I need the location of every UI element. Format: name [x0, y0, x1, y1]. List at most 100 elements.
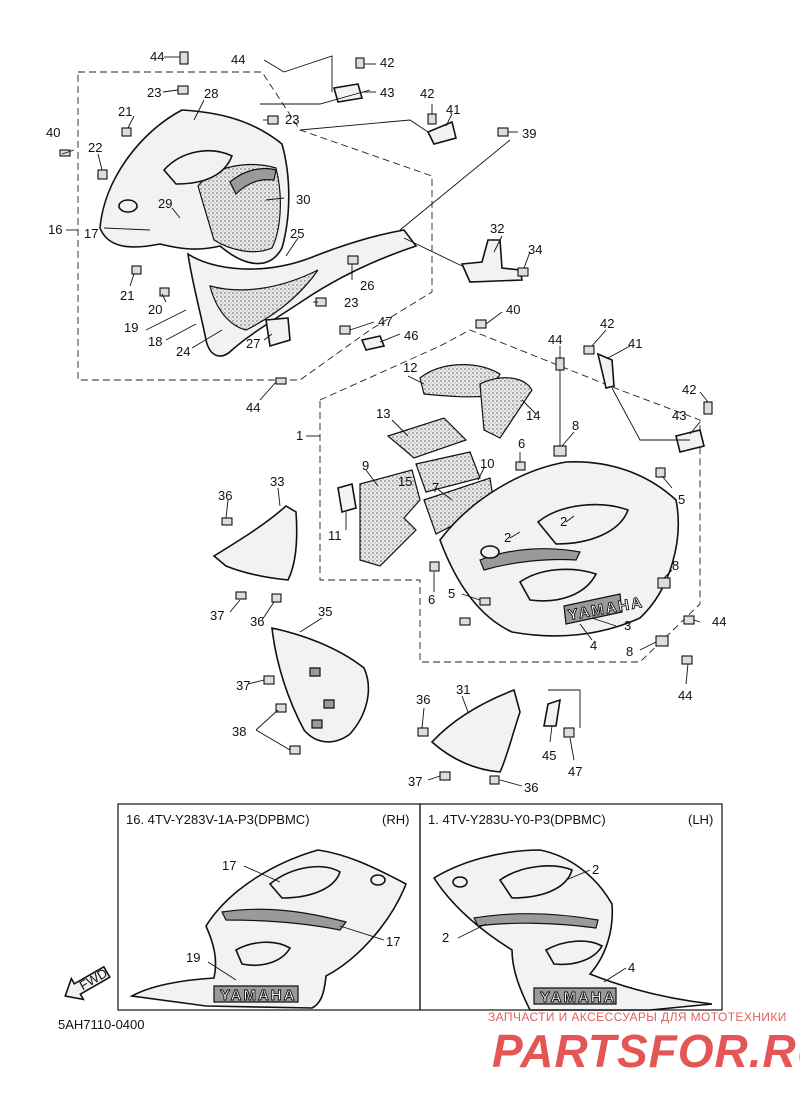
- rh-fairing-trim: [229, 167, 277, 196]
- pad-15: [415, 451, 481, 493]
- pad-9: [359, 469, 421, 567]
- lh-fairing-stripe: [479, 548, 581, 571]
- svg-text:5: 5: [448, 586, 455, 601]
- svg-text:40: 40: [46, 125, 60, 140]
- svg-text:23: 23: [147, 85, 161, 100]
- svg-text:30: 30: [296, 192, 310, 207]
- forward-arrow-icon: FWD: [64, 965, 111, 1001]
- rh-panel-decal: [213, 985, 299, 1003]
- rh-panel-vent-upper: [268, 865, 341, 899]
- svg-text:24: 24: [176, 344, 190, 359]
- svg-text:19: 19: [124, 320, 138, 335]
- svg-text:36: 36: [524, 780, 538, 795]
- svg-text:18: 18: [148, 334, 162, 349]
- svg-text:42: 42: [682, 382, 696, 397]
- rh-panel-vent-lower: [234, 941, 292, 966]
- svg-text:4: 4: [590, 638, 597, 653]
- bracket-11: [337, 482, 357, 514]
- diagram-code: 5AH7110-0400: [58, 1017, 145, 1032]
- pad-13: [386, 417, 468, 459]
- svg-text:36: 36: [416, 692, 430, 707]
- svg-text:43: 43: [380, 85, 394, 100]
- svg-text:44: 44: [712, 614, 726, 629]
- svg-text:44: 44: [548, 332, 562, 347]
- svg-text:47: 47: [378, 314, 392, 329]
- lh-fairing-lower-vent: [518, 568, 598, 602]
- svg-text:46: 46: [404, 328, 418, 343]
- svg-text:44: 44: [246, 400, 260, 415]
- leader-lines: [61, 55, 709, 787]
- svg-text:15: 15: [398, 474, 412, 489]
- rh-fairing-inner-panel: [197, 163, 281, 253]
- bracket-32: [460, 239, 523, 283]
- svg-text:37: 37: [408, 774, 422, 789]
- svg-text:36: 36: [250, 614, 264, 629]
- lh-panel-title: 1. 4TV-Y283U-Y0-P3(DPBMC): [428, 812, 606, 827]
- svg-text:5: 5: [678, 492, 685, 507]
- rh-assembly-boundary: [77, 71, 433, 381]
- pad-14: [479, 377, 533, 439]
- svg-text:2: 2: [442, 930, 449, 945]
- svg-text:42: 42: [420, 86, 434, 101]
- svg-text:33: 33: [270, 474, 284, 489]
- cover-45: [543, 698, 561, 727]
- svg-text:41: 41: [628, 336, 642, 351]
- lh-panel-vent-upper: [498, 865, 573, 899]
- svg-text:17: 17: [84, 226, 98, 241]
- lh-panel-decal: [533, 987, 617, 1005]
- svg-text:8: 8: [672, 558, 679, 573]
- svg-text:6: 6: [428, 592, 435, 607]
- svg-text:38: 38: [232, 724, 246, 739]
- svg-text:31: 31: [456, 682, 470, 697]
- svg-text:21: 21: [118, 104, 132, 119]
- svg-text:43: 43: [672, 408, 686, 423]
- under-cowl-31: [430, 688, 521, 773]
- under-cowl-35: [271, 626, 370, 743]
- rh-panel-fairing: [129, 849, 408, 1009]
- rh-panel-vent-mid: [221, 908, 348, 931]
- svg-text:44: 44: [678, 688, 692, 703]
- svg-text:29: 29: [158, 196, 172, 211]
- svg-text:2: 2: [592, 862, 599, 877]
- svg-text:20: 20: [148, 302, 162, 317]
- lh-panel-side: (LH): [688, 812, 713, 827]
- svg-text:19: 19: [186, 950, 200, 965]
- lh-panel-vent-mid: [473, 913, 599, 929]
- rh-fairing-vent: [162, 149, 234, 185]
- svg-text:11: 11: [328, 528, 342, 543]
- lh-panel-fairing: [432, 849, 713, 1011]
- svg-text:27: 27: [246, 336, 260, 351]
- lh-panel-hole: [452, 876, 468, 888]
- svg-text:40: 40: [506, 302, 520, 317]
- svg-text:42: 42: [600, 316, 614, 331]
- svg-text:9: 9: [362, 458, 369, 473]
- svg-text:22: 22: [88, 140, 102, 155]
- svg-text:37: 37: [210, 608, 224, 623]
- svg-text:45: 45: [542, 748, 556, 763]
- svg-text:3: 3: [624, 618, 631, 633]
- svg-text:39: 39: [522, 126, 536, 141]
- lh-panel-brand: YAMAHA: [540, 989, 616, 1006]
- svg-text:13: 13: [376, 406, 390, 421]
- svg-text:44: 44: [231, 52, 245, 67]
- lh-fairing-hole: [480, 545, 500, 559]
- svg-text:28: 28: [204, 86, 218, 101]
- svg-text:2: 2: [560, 514, 567, 529]
- rh-fairing-hole: [118, 199, 138, 213]
- svg-text:23: 23: [344, 295, 358, 310]
- watermark-logo: PARTSFOR.RU: [492, 1025, 800, 1077]
- svg-text:35: 35: [318, 604, 332, 619]
- svg-text:8: 8: [572, 418, 579, 433]
- svg-text:37: 37: [236, 678, 250, 693]
- rh-panel-hole: [370, 874, 386, 886]
- under-cowl-35-holes: [309, 667, 335, 729]
- svg-text:1: 1: [296, 428, 303, 443]
- rh-panel-side: (RH): [382, 812, 409, 827]
- svg-text:7: 7: [432, 480, 439, 495]
- svg-text:25: 25: [290, 226, 304, 241]
- svg-text:4: 4: [628, 960, 635, 975]
- svg-text:23: 23: [285, 112, 299, 127]
- rh-lower-inner-panel: [209, 269, 319, 331]
- under-cowl-33: [212, 505, 298, 581]
